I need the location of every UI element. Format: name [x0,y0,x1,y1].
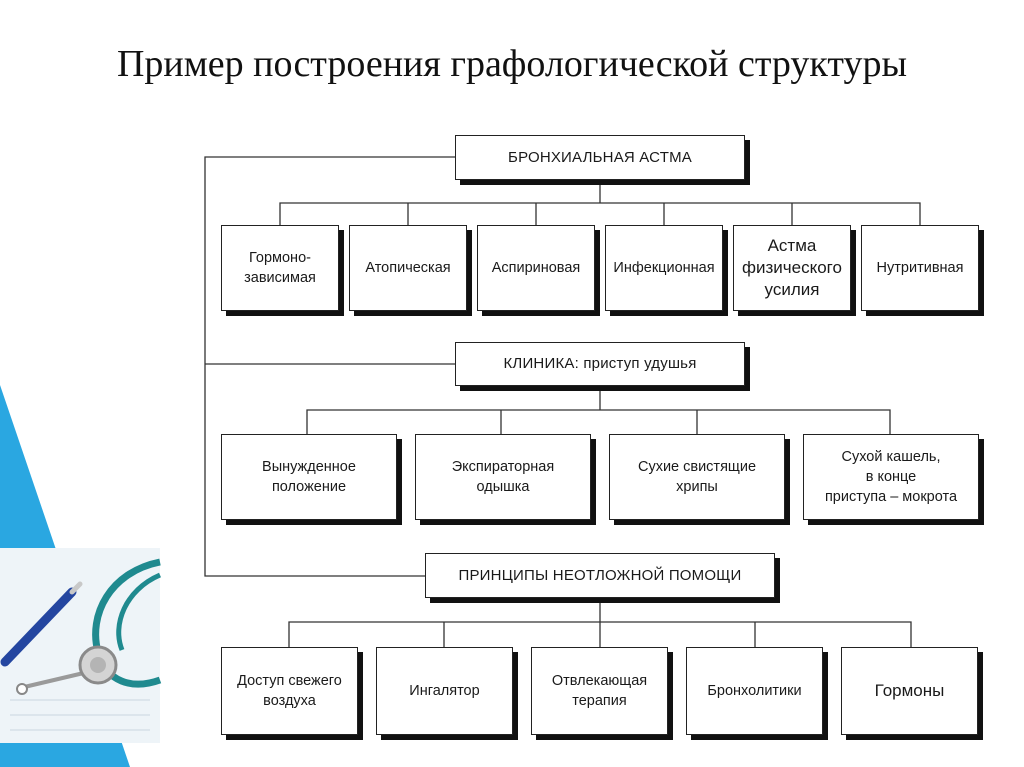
slide-title: Пример построения графологической структ… [116,43,908,85]
care-measure-label: Отвлекающая терапия [551,673,648,709]
asthma-type-label: Атопическая [365,260,451,276]
care-measure-box: Гормоны [841,647,978,735]
clinic-sign-label: Сухие свистящие хрипы [637,459,757,495]
asthma-type-label: Аспириновая [491,260,581,276]
asthma-type-box: Астма физического усилия [733,225,851,311]
clinic-sign-box: Сухие свистящие хрипы [609,434,785,520]
asthma-type-box: Инфекционная [605,225,723,311]
asthma-type-box: Нутритивная [861,225,979,311]
clinic-sign-box: Вынужденное положение [221,434,397,520]
care-measure-label: Бронхолитики [707,683,802,699]
care-measure-label: Гормоны [874,681,945,700]
asthma-type-label: Гормоно- зависимая [244,250,316,286]
care-measure-label: Ингалятор [409,683,480,699]
care-measure-box: Отвлекающая терапия [531,647,668,735]
care-header-box: ПРИНЦИПЫ НЕОТЛОЖНОЙ ПОМОЩИ [425,553,775,598]
clinic-sign-label: Вынужденное положение [262,459,356,495]
care-header-label: ПРИНЦИПЫ НЕОТЛОЖНОЙ ПОМОЩИ [458,566,742,584]
asthma-header-box: БРОНХИАЛЬНАЯ АСТМА [455,135,745,180]
asthma-header-label: БРОНХИАЛЬНАЯ АСТМА [508,148,692,166]
clinic-sign-label: Экспираторная одышка [451,459,555,495]
clinic-sign-box: Сухой кашель, в конце приступа – мокрота [803,434,979,520]
asthma-type-label: Инфекционная [613,260,715,276]
pen-icon [0,587,77,667]
stethoscope-image [0,548,162,743]
spine-connector [204,156,455,577]
clinic-sign-box: Экспираторная одышка [415,434,591,520]
clinic-header-box: КЛИНИКА: приступ удушья [455,342,745,386]
asthma-type-label: Астма физического усилия [742,236,842,299]
care-measure-label: Доступ свежего воздуха [237,673,342,709]
clinic-header-label: КЛИНИКА: приступ удушья [503,355,697,372]
asthma-branch-bar [279,202,921,225]
care-measure-box: Бронхолитики [686,647,823,735]
asthma-type-box: Гормоно- зависимая [221,225,339,311]
asthma-type-box: Атопическая [349,225,467,311]
clinic-branch-bar [306,409,891,434]
asthma-type-label: Нутритивная [876,260,964,276]
asthma-type-box: Аспириновая [477,225,595,311]
clinic-sign-label: Сухой кашель, в конце приступа – мокрота [824,449,958,505]
care-measure-box: Ингалятор [376,647,513,735]
care-measure-box: Доступ свежего воздуха [221,647,358,735]
